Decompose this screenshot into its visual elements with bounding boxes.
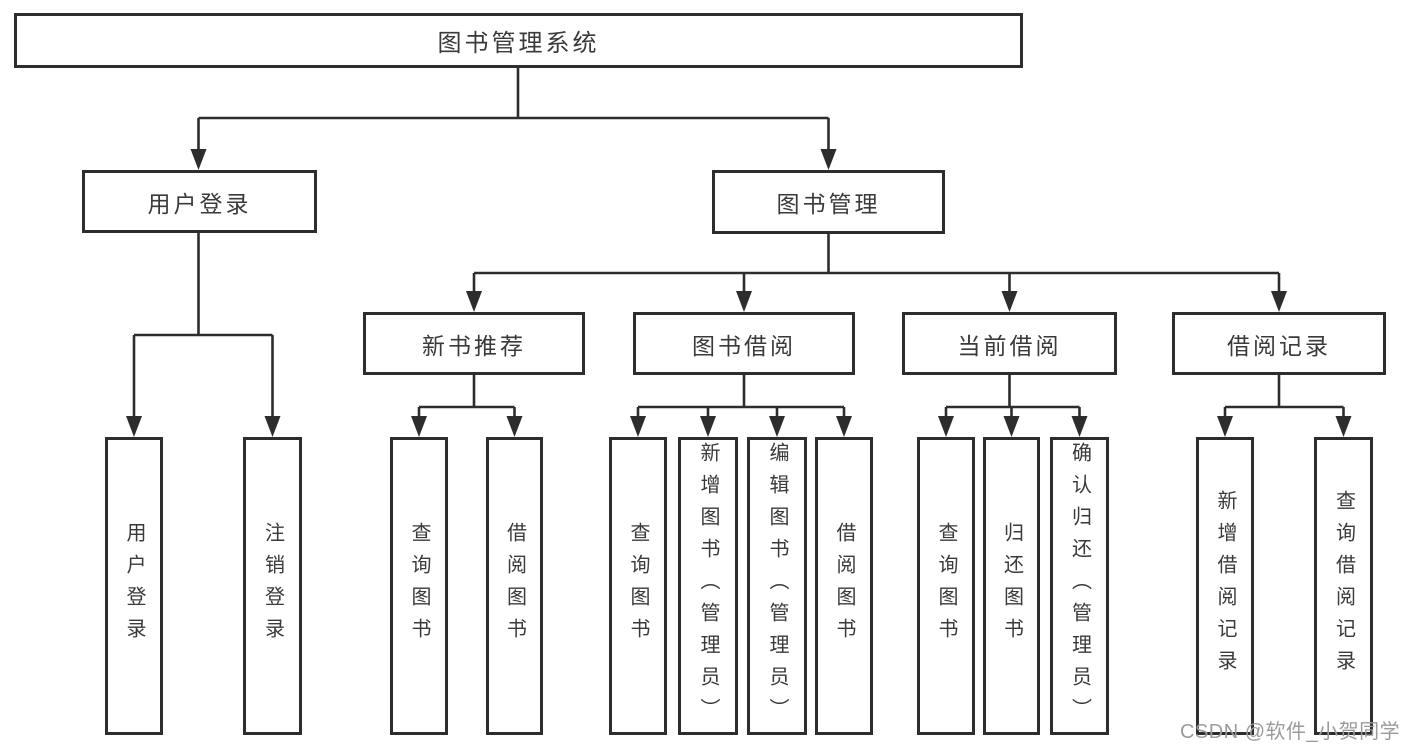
leaf-add-borrow-record: 新增借阅记录 <box>1196 437 1254 735</box>
leaf-label: 新增图书（管理员） <box>697 442 719 730</box>
leaf-query-books-current: 查询图书 <box>917 437 975 735</box>
node-book-borrowing: 图书借阅 <box>633 312 855 375</box>
leaf-logout: 注销登录 <box>243 437 302 735</box>
leaf-query-books-borrowing: 查询图书 <box>609 437 667 735</box>
leaf-label: 查询图书 <box>935 522 957 650</box>
leaf-user-login: 用户登录 <box>105 437 163 735</box>
node-current-borrowing: 当前借阅 <box>902 312 1117 375</box>
leaf-label: 查询图书 <box>627 522 649 650</box>
node-borrowing-records: 借阅记录 <box>1172 312 1386 375</box>
node-library-management-system: 图书管理系统 <box>14 13 1023 68</box>
leaf-return-book: 归还图书 <box>983 437 1040 735</box>
leaf-label: 查询图书 <box>408 522 430 650</box>
leaf-borrow-books-recommend: 借阅图书 <box>486 437 543 735</box>
leaf-query-books-recommend: 查询图书 <box>390 437 448 735</box>
leaf-label: 编辑图书（管理员） <box>766 442 788 730</box>
leaf-edit-book-admin: 编辑图书（管理员） <box>747 437 807 735</box>
node-user-login: 用户登录 <box>82 170 317 233</box>
leaf-label: 借阅图书 <box>833 522 855 650</box>
leaf-borrow-books: 借阅图书 <box>815 437 873 735</box>
leaf-query-borrow-record: 查询借阅记录 <box>1314 437 1373 735</box>
node-new-book-recommend: 新书推荐 <box>363 312 585 375</box>
leaf-confirm-return-admin: 确认归还（管理员） <box>1050 437 1109 735</box>
node-book-management: 图书管理 <box>712 170 945 234</box>
leaf-label: 新增借阅记录 <box>1214 490 1236 682</box>
leaf-label: 借阅图书 <box>503 522 526 650</box>
leaf-label: 归还图书 <box>1000 522 1023 650</box>
leaf-label: 注销登录 <box>261 522 284 650</box>
csdn-watermark: CSDN @软件_小贺同学 <box>1180 721 1401 743</box>
leaf-label: 查询借阅记录 <box>1332 490 1355 682</box>
leaf-label: 用户登录 <box>123 522 145 650</box>
leaf-label: 确认归还（管理员） <box>1068 442 1091 730</box>
leaf-add-book-admin: 新增图书（管理员） <box>678 437 738 735</box>
